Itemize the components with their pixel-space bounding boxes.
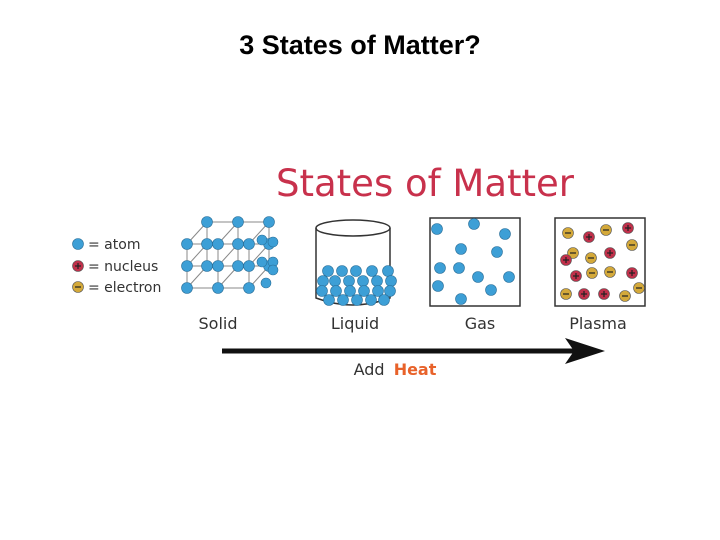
solid-atom xyxy=(201,238,213,250)
plasma-electron xyxy=(567,247,579,259)
plasma-electron xyxy=(560,288,572,300)
gas-atom xyxy=(431,223,443,235)
gas-atom xyxy=(468,218,480,230)
plasma-electron xyxy=(604,266,616,278)
plasma-nucleus xyxy=(598,288,610,300)
state-label-gas: Gas xyxy=(465,314,496,333)
heat-arrow xyxy=(222,338,605,364)
state-label-solid: Solid xyxy=(199,314,238,333)
liquid-atom xyxy=(372,285,384,297)
solid-atom xyxy=(267,236,279,248)
plasma-illustration xyxy=(554,217,646,307)
plasma-nucleus xyxy=(622,222,634,234)
legend-atom-label: = atom xyxy=(88,237,140,253)
solid-illustration xyxy=(181,216,279,294)
plasma-nucleus xyxy=(560,254,572,266)
gas-illustration xyxy=(429,217,521,307)
liquid-atom xyxy=(384,285,396,297)
state-label-plasma: Plasma xyxy=(569,314,627,333)
gas-atom xyxy=(485,284,497,296)
solid-atom xyxy=(256,256,268,268)
solid-atom xyxy=(201,216,213,228)
gas-atom xyxy=(455,293,467,305)
gas-atom xyxy=(499,228,511,240)
state-label-liquid: Liquid xyxy=(331,314,379,333)
liquid-atom xyxy=(344,285,356,297)
liquid-atom xyxy=(358,285,370,297)
plasma-nucleus xyxy=(583,231,595,243)
gas-atom xyxy=(432,280,444,292)
liquid-atom xyxy=(322,265,334,277)
solid-atom xyxy=(243,260,255,272)
solid-atom xyxy=(256,234,268,246)
gas-atom xyxy=(472,271,484,283)
gas-atom xyxy=(503,271,515,283)
atom-icon xyxy=(72,238,84,250)
legend-electron-label: = electron xyxy=(88,280,161,296)
solid-atom xyxy=(181,282,193,294)
liquid-atom xyxy=(371,275,383,287)
liquid-atom xyxy=(366,265,378,277)
arrow-caption: Add Heat xyxy=(354,360,437,379)
solid-atom xyxy=(260,277,272,289)
plasma-electron xyxy=(633,282,645,294)
liquid-atom xyxy=(316,285,328,297)
liquid-atom xyxy=(378,294,390,306)
liquid-illustration xyxy=(315,219,397,306)
solid-atom xyxy=(181,238,193,250)
arrow-caption-add: Add xyxy=(354,360,385,379)
liquid-atom xyxy=(330,285,342,297)
slide-title: 3 States of Matter? xyxy=(239,30,481,60)
gas-atom xyxy=(455,243,467,255)
plasma-electron xyxy=(585,252,597,264)
plasma-nucleus xyxy=(570,270,582,282)
beaker-rim xyxy=(315,219,391,237)
plasma-nucleus xyxy=(626,267,638,279)
solid-atom xyxy=(232,260,244,272)
liquid-atom xyxy=(317,275,329,287)
plasma-electron xyxy=(626,239,638,251)
liquid-atom xyxy=(385,275,397,287)
liquid-atom xyxy=(351,294,363,306)
liquid-atom xyxy=(365,294,377,306)
plasma-nucleus xyxy=(604,247,616,259)
gas-atom xyxy=(434,262,446,274)
solid-atom xyxy=(243,238,255,250)
plasma-nucleus xyxy=(578,288,590,300)
nucleus-icon xyxy=(72,260,84,272)
solid-atom xyxy=(263,216,275,228)
plasma-electron xyxy=(600,224,612,236)
liquid-atom xyxy=(350,265,362,277)
solid-atom xyxy=(243,282,255,294)
solid-atom xyxy=(267,264,279,276)
electron-icon xyxy=(72,281,84,293)
liquid-atom xyxy=(337,294,349,306)
solid-atom xyxy=(212,260,224,272)
solid-atom xyxy=(212,238,224,250)
plasma-electron xyxy=(562,227,574,239)
gas-atom xyxy=(491,246,503,258)
solid-atom xyxy=(232,216,244,228)
solid-atom xyxy=(181,260,193,272)
liquid-atom xyxy=(382,265,394,277)
liquid-atom xyxy=(343,275,355,287)
legend: = atom = nucleus = electron xyxy=(72,237,161,296)
arrow-caption-heat: Heat xyxy=(394,360,437,379)
liquid-atom xyxy=(357,275,369,287)
plasma-electron xyxy=(586,267,598,279)
gas-atom xyxy=(453,262,465,274)
plasma-container xyxy=(554,217,646,307)
solid-atom xyxy=(232,238,244,250)
liquid-atom xyxy=(336,265,348,277)
solid-atom xyxy=(212,282,224,294)
liquid-atom xyxy=(329,275,341,287)
legend-nucleus-label: = nucleus xyxy=(88,259,158,275)
plasma-electron xyxy=(619,290,631,302)
liquid-atom xyxy=(323,294,335,306)
diagram-heading: States of Matter xyxy=(276,162,575,205)
gas-container xyxy=(429,217,521,307)
solid-atom xyxy=(201,260,213,272)
